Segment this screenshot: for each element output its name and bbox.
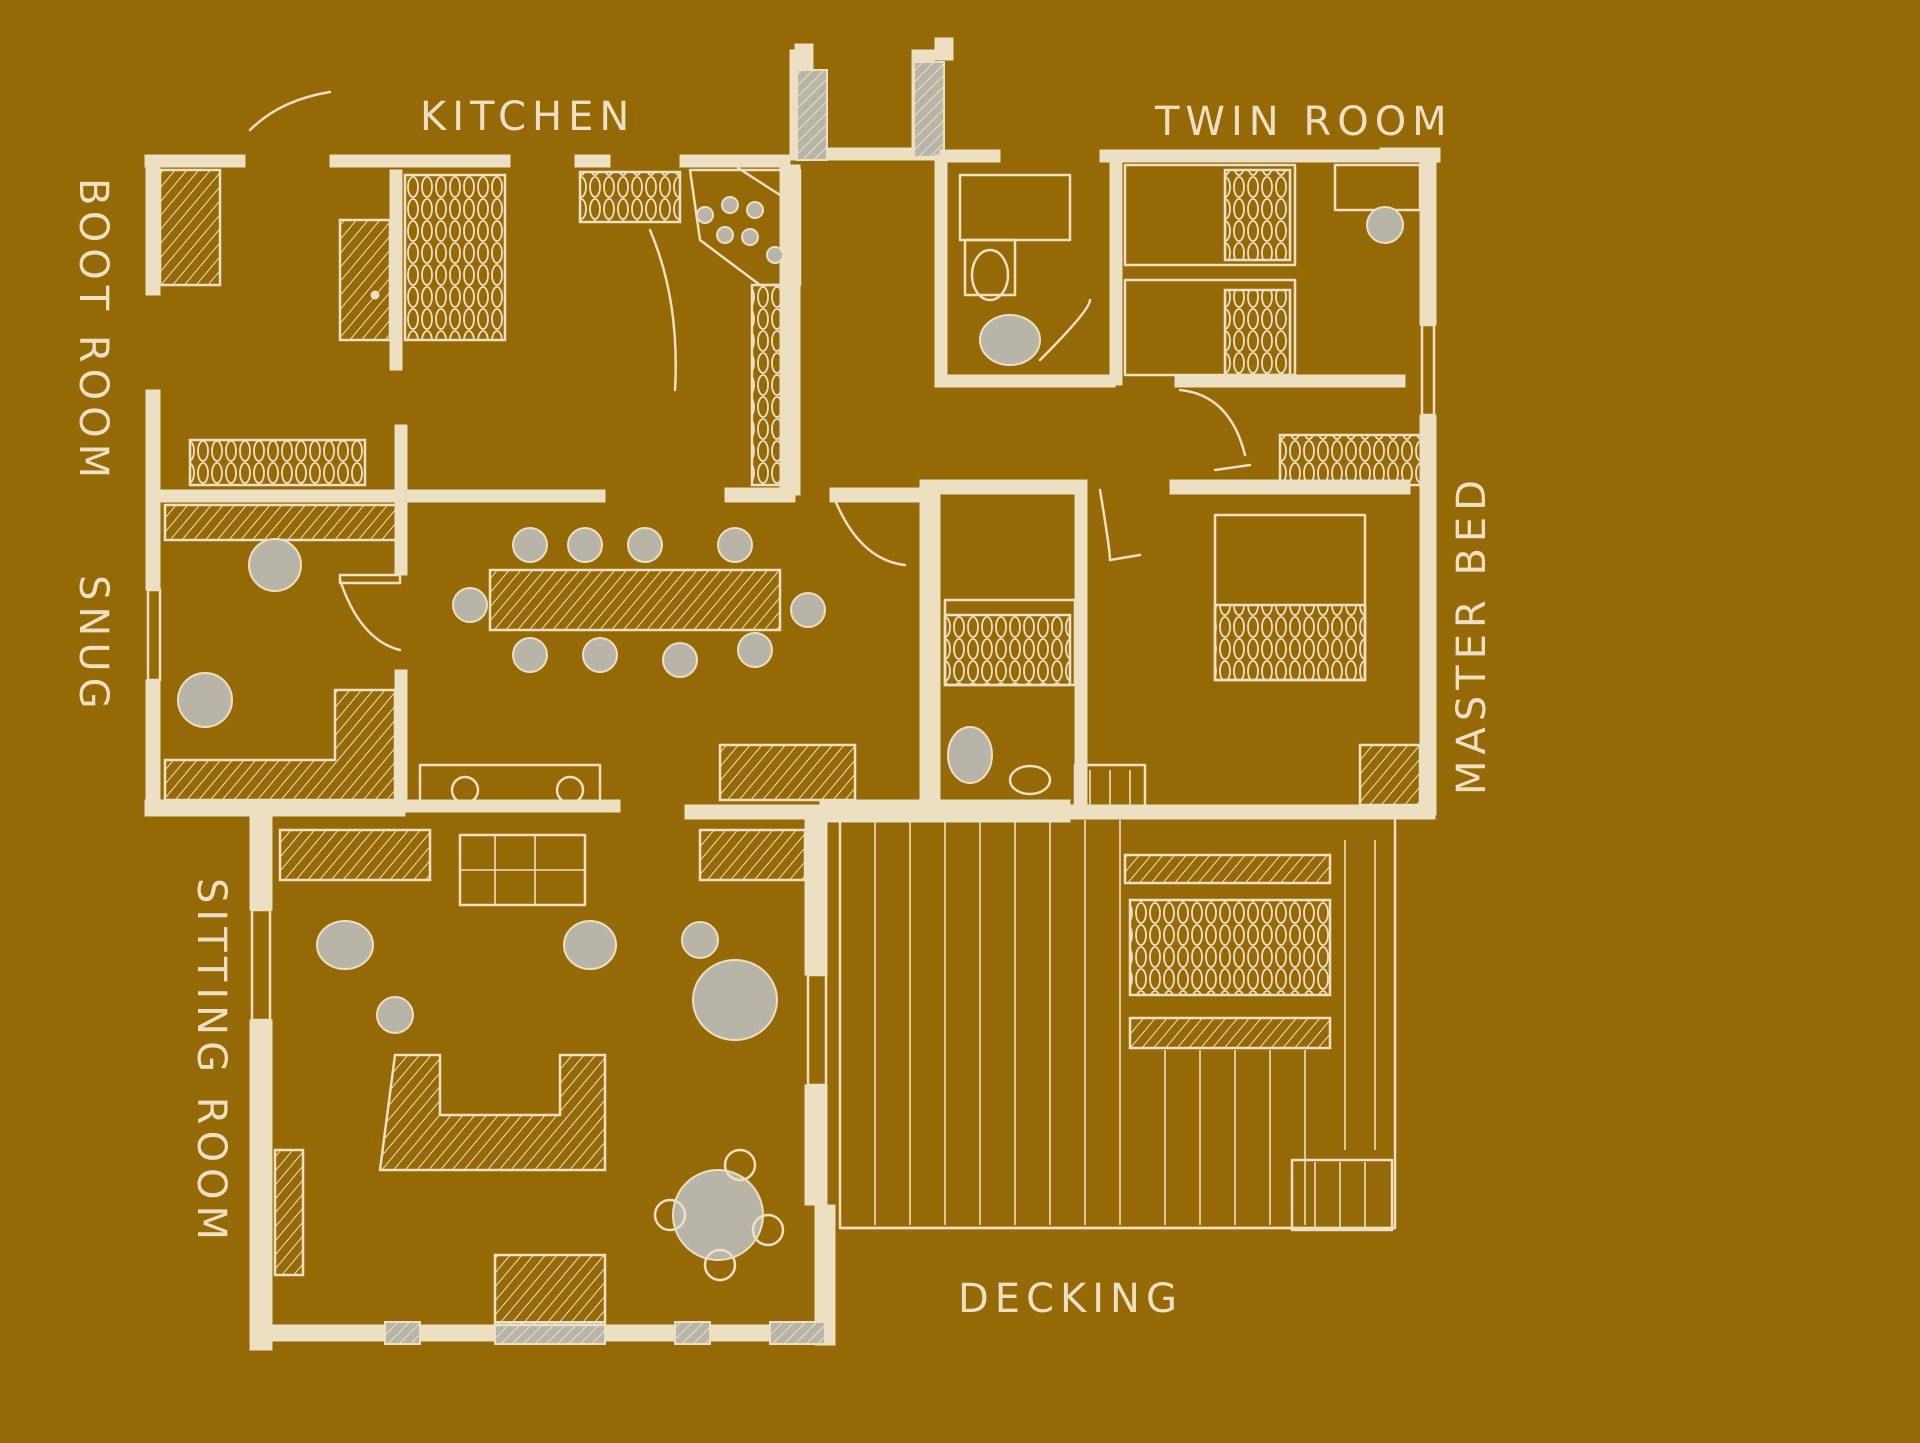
kitchen-door-swing <box>648 228 677 392</box>
deck-boards <box>874 820 1376 1225</box>
snug-chair <box>248 538 302 592</box>
side-table <box>376 996 414 1034</box>
basin <box>979 314 1041 366</box>
label-decking: DECKING <box>958 1276 1183 1322</box>
boot-room <box>158 90 402 542</box>
snug-corner-sofa <box>163 688 397 802</box>
sitting-console <box>273 1148 305 1277</box>
kitchen-counter-left <box>403 173 507 342</box>
decking <box>838 816 1397 1232</box>
toilet <box>963 238 1017 297</box>
twin-bed-1 <box>1123 163 1297 267</box>
dining-area <box>418 527 857 812</box>
snug-door-swing <box>338 578 402 652</box>
boot-door-swing <box>248 90 332 132</box>
plant <box>692 959 778 1041</box>
snug-shelf <box>163 503 402 542</box>
master-chest <box>1278 433 1427 487</box>
room-labels: KITCHEN TWIN ROOM BOOT ROOM SNUG MASTER … <box>70 94 1495 1322</box>
label-sitting-room: SITTING ROOM <box>188 878 234 1246</box>
label-twin-room: TWIN ROOM <box>1154 99 1453 145</box>
deck-table <box>1128 898 1332 997</box>
ensuite-vanity <box>1073 763 1147 812</box>
snug-side-table <box>177 672 233 728</box>
twin-bedside <box>1333 163 1422 212</box>
label-master-bed: MASTER BED <box>1449 474 1495 795</box>
deck-bench-top <box>1123 853 1332 885</box>
sitting-cabinet <box>698 828 807 882</box>
bookcase <box>278 828 432 882</box>
dining-chairs <box>452 527 826 678</box>
dining-dresser <box>718 743 857 802</box>
boot-bench <box>158 168 222 287</box>
sofa <box>378 1053 607 1172</box>
round-table <box>672 1169 764 1261</box>
kitchen <box>338 166 802 487</box>
kitchen-counter-right <box>750 283 796 487</box>
armchair-right <box>563 920 617 970</box>
ensuite-basin <box>1008 764 1052 796</box>
master-wardrobe <box>1358 743 1422 807</box>
bath <box>958 173 1072 242</box>
label-kitchen: KITCHEN <box>420 94 635 140</box>
sideboard <box>418 763 602 812</box>
kitchen-unit <box>338 218 392 342</box>
lamp-table <box>681 921 719 959</box>
kitchen-counter-top <box>578 170 682 224</box>
armchair-left <box>316 920 374 970</box>
ensuite-toilet <box>947 726 993 784</box>
deck-step <box>1290 1158 1394 1232</box>
dining-table <box>488 568 782 632</box>
walls <box>144 37 1441 1351</box>
sitting-bench <box>493 1253 607 1327</box>
hall-door-swing <box>833 498 907 567</box>
master-bedroom <box>833 433 1427 812</box>
snug <box>163 538 402 802</box>
twin-bed-2 <box>1123 278 1297 377</box>
deck-bench-bottom <box>1128 1016 1332 1050</box>
label-boot-room: BOOT ROOM <box>70 178 116 484</box>
twin-room <box>958 163 1422 472</box>
label-snug: SNUG <box>70 575 116 715</box>
boot-room-shelf <box>188 438 367 487</box>
ensuite-door-swing <box>1098 488 1112 562</box>
sitting-room <box>273 828 807 1327</box>
hob-burners <box>696 196 784 264</box>
twin-door-swing <box>1178 388 1247 457</box>
